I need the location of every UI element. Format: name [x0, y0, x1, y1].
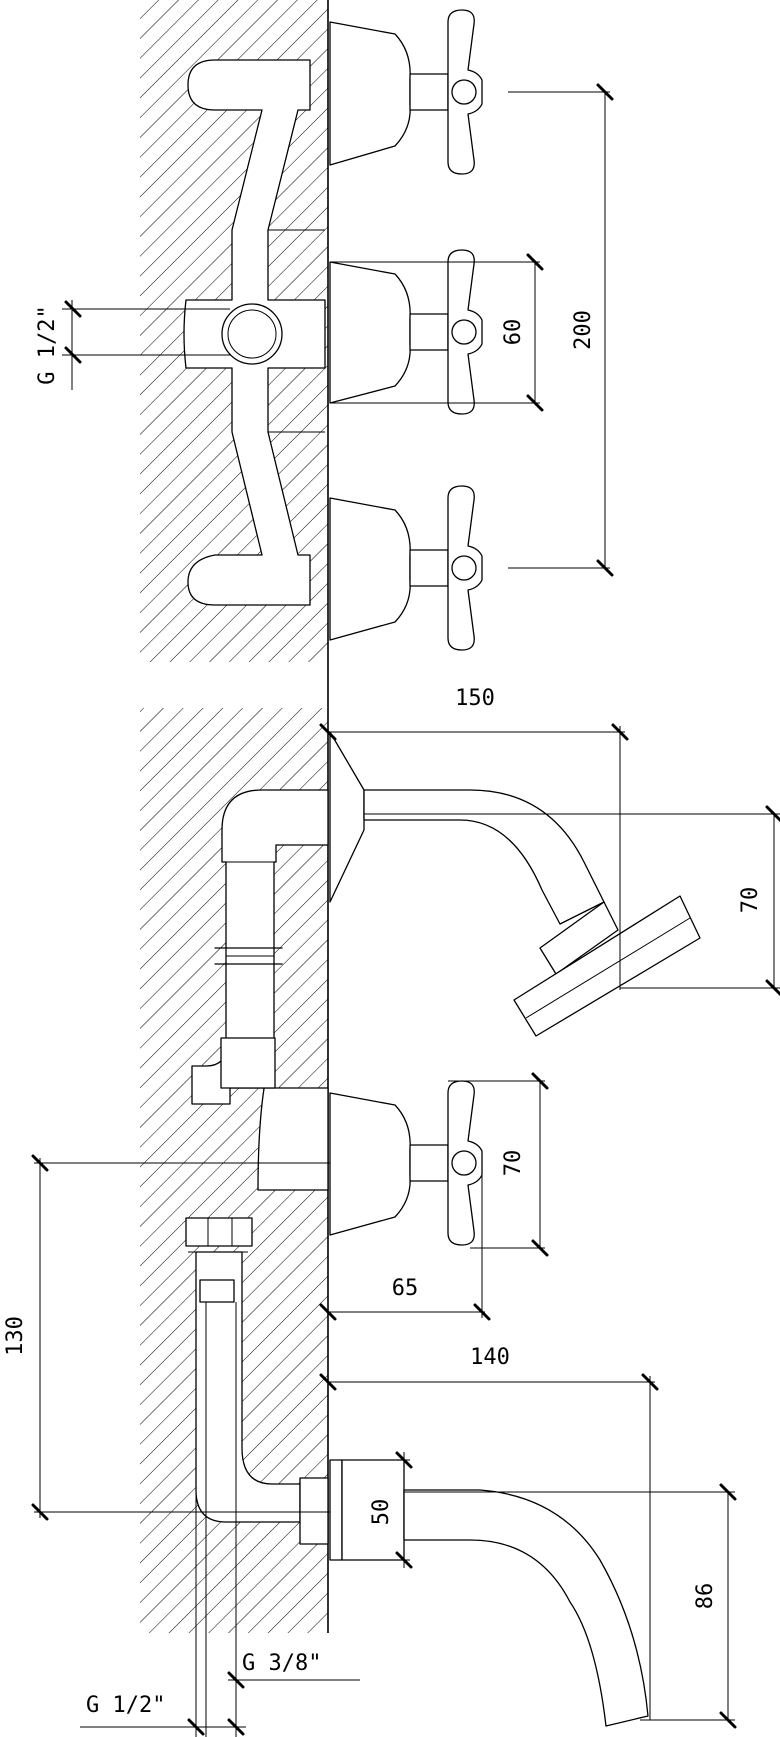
top-inlet-bore	[227, 309, 277, 359]
dim-65-label: 65	[392, 1276, 419, 1301]
dimension-65: 65	[319, 1163, 491, 1321]
dim-130-label: 130	[3, 1316, 28, 1356]
spout	[403, 1489, 649, 1727]
thread-dim-top: G 1/2"	[35, 300, 230, 390]
dimension-150: 150	[319, 686, 629, 990]
dim-200-label: 200	[571, 310, 596, 350]
thread-bottom-label: G 1/2"	[86, 1693, 165, 1718]
thread-top-label: G 1/2"	[35, 305, 60, 384]
shower-assembly: 150 70 70	[191, 686, 780, 1321]
thread-dim-bottom: G 1/2"	[80, 1490, 246, 1737]
top-valve-2	[329, 249, 483, 415]
dimension-50: 50	[330, 1451, 413, 1569]
top-valve-3	[329, 485, 483, 651]
cross-handle-4	[447, 1080, 483, 1246]
top-valve-1	[329, 9, 483, 175]
cross-handle-3	[447, 485, 483, 651]
shower-head-neck	[539, 901, 619, 975]
dim-150-label: 150	[455, 686, 495, 711]
dim-86-label: 86	[693, 1583, 718, 1610]
dimension-130: 130	[3, 1154, 330, 1521]
top-body-upper-pipe	[183, 59, 326, 606]
dim-70-handle-label: 70	[501, 1150, 526, 1177]
thread-dim-3-8: G 3/8"	[205, 1448, 360, 1737]
top-valve-assembly: 60 200 G 1/2"	[35, 9, 614, 651]
shower-head	[513, 895, 701, 1037]
dimension-200: 200	[508, 83, 614, 577]
dimension-70-shower: 70	[364, 805, 780, 997]
shower-arm	[363, 789, 605, 925]
cross-handle-2	[447, 249, 483, 415]
dim-60-label: 60	[501, 319, 526, 346]
dimension-140: 140	[319, 1345, 659, 1720]
spout-assembly: 140 50 86 130	[3, 1154, 737, 1737]
dimension-86: 86	[404, 1483, 737, 1729]
middle-valve	[329, 1080, 483, 1246]
spout-wall-plate	[329, 1459, 343, 1561]
dim-50-label: 50	[369, 1499, 394, 1526]
thread-3-8-label: G 3/8"	[242, 1651, 321, 1676]
pipe-nut	[185, 1217, 253, 1247]
cross-handle-1	[447, 9, 483, 175]
top-inlet-connection	[221, 303, 283, 365]
dimension-70-handle: 70	[448, 1072, 549, 1257]
dim-70-shower-label: 70	[738, 887, 763, 914]
dimension-60: 60	[330, 253, 544, 412]
dim-140-label: 140	[470, 1345, 510, 1370]
